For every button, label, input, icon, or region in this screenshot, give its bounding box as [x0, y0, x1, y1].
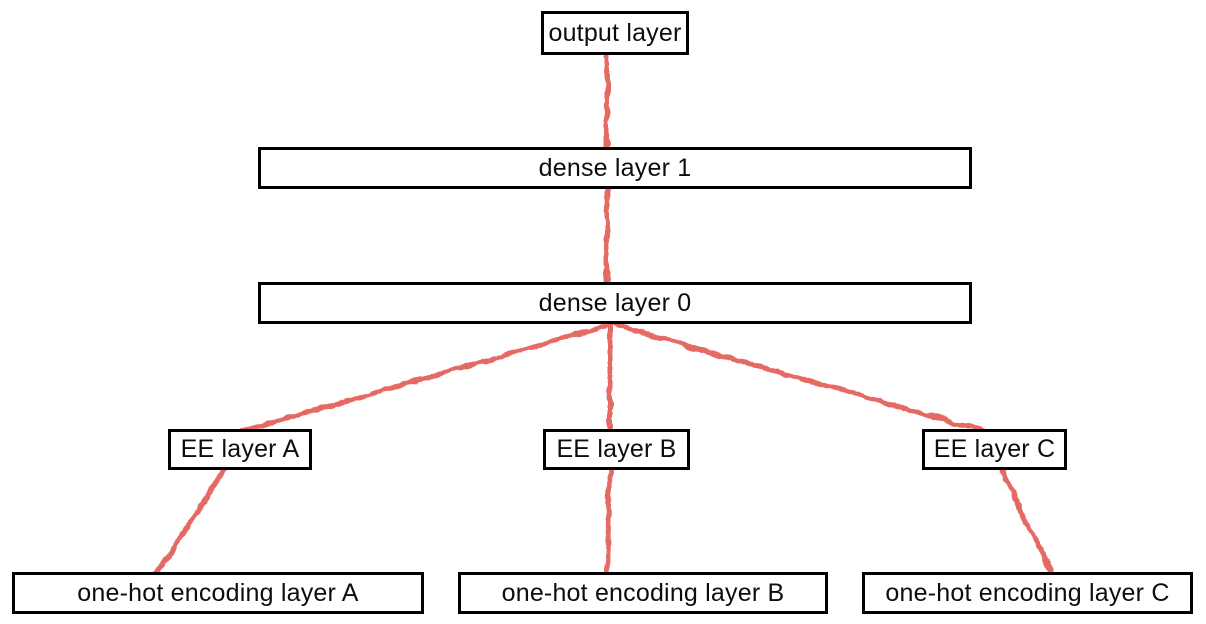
edge-ee_layer_c-to-one_hot_c [996, 462, 1058, 582]
node-one-hot-encoding-layer-c: one-hot encoding layer C [862, 572, 1193, 614]
node-dense-layer-0: dense layer 0 [258, 282, 972, 324]
node-one-hot-encoding-layer-a-label: one-hot encoding layer A [77, 578, 359, 607]
node-dense-layer-0-label: dense layer 0 [538, 288, 692, 317]
node-output-layer: output layer [541, 11, 689, 55]
edge-ee_layer_b-to-one_hot_b [604, 462, 613, 582]
edge-dense_layer_0-to-ee_layer_a [240, 320, 619, 434]
node-ee-layer-a: EE layer A [168, 429, 312, 470]
edge-dense_layer_0-to-ee_layer_c [605, 320, 987, 434]
node-one-hot-encoding-layer-b: one-hot encoding layer B [458, 572, 828, 614]
node-dense-layer-1: dense layer 1 [258, 147, 972, 189]
node-one-hot-encoding-layer-b-label: one-hot encoding layer B [501, 578, 785, 607]
node-dense-layer-1-label: dense layer 1 [538, 153, 692, 182]
node-output-layer-label: output layer [548, 18, 682, 47]
node-ee-layer-c: EE layer C [922, 429, 1067, 470]
edge-ee_layer_a-to-one_hot_a [151, 463, 230, 581]
node-ee-layer-a-label: EE layer A [180, 435, 300, 463]
node-ee-layer-b-label: EE layer B [556, 435, 677, 463]
node-ee-layer-c-label: EE layer C [933, 435, 1056, 463]
node-one-hot-encoding-layer-a: one-hot encoding layer A [12, 572, 424, 614]
node-ee-layer-b: EE layer B [543, 429, 690, 470]
node-one-hot-encoding-layer-c-label: one-hot encoding layer C [885, 578, 1170, 607]
